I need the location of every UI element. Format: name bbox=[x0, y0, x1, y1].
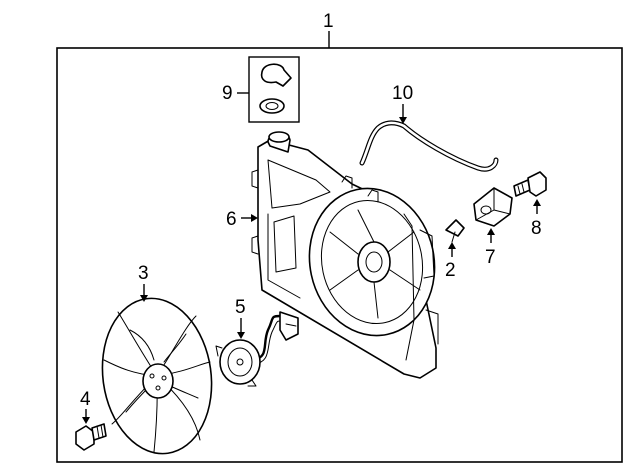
callout-3-label: 3 bbox=[138, 263, 149, 284]
callout-4-label: 4 bbox=[80, 389, 91, 410]
cap-icon bbox=[260, 63, 292, 87]
fan-blade: 3 bbox=[101, 263, 213, 455]
callout-1: 1 bbox=[323, 11, 334, 48]
seal-ring-icon bbox=[259, 98, 285, 114]
callout-7-label: 7 bbox=[485, 247, 496, 268]
resistor: 7 bbox=[473, 187, 513, 268]
callout-2-label: 2 bbox=[445, 260, 456, 281]
callout-9-label: 9 bbox=[222, 83, 233, 104]
fan-shroud: 6 bbox=[226, 131, 439, 379]
overflow-hose: 10 bbox=[359, 83, 499, 172]
callout-8-label: 8 bbox=[531, 218, 542, 239]
assembly-frame bbox=[56, 47, 623, 463]
cap-kit-group: 9 bbox=[222, 56, 300, 123]
clip: 2 bbox=[445, 219, 465, 281]
callout-10-label: 10 bbox=[392, 83, 413, 104]
bolt-bottom: 4 bbox=[75, 389, 107, 451]
callout-5-label: 5 bbox=[235, 297, 246, 318]
bolt-top: 8 bbox=[513, 171, 547, 239]
callout-1-label: 1 bbox=[323, 11, 334, 32]
fan-motor: 5 bbox=[215, 297, 299, 387]
callout-6-label: 6 bbox=[226, 209, 237, 230]
